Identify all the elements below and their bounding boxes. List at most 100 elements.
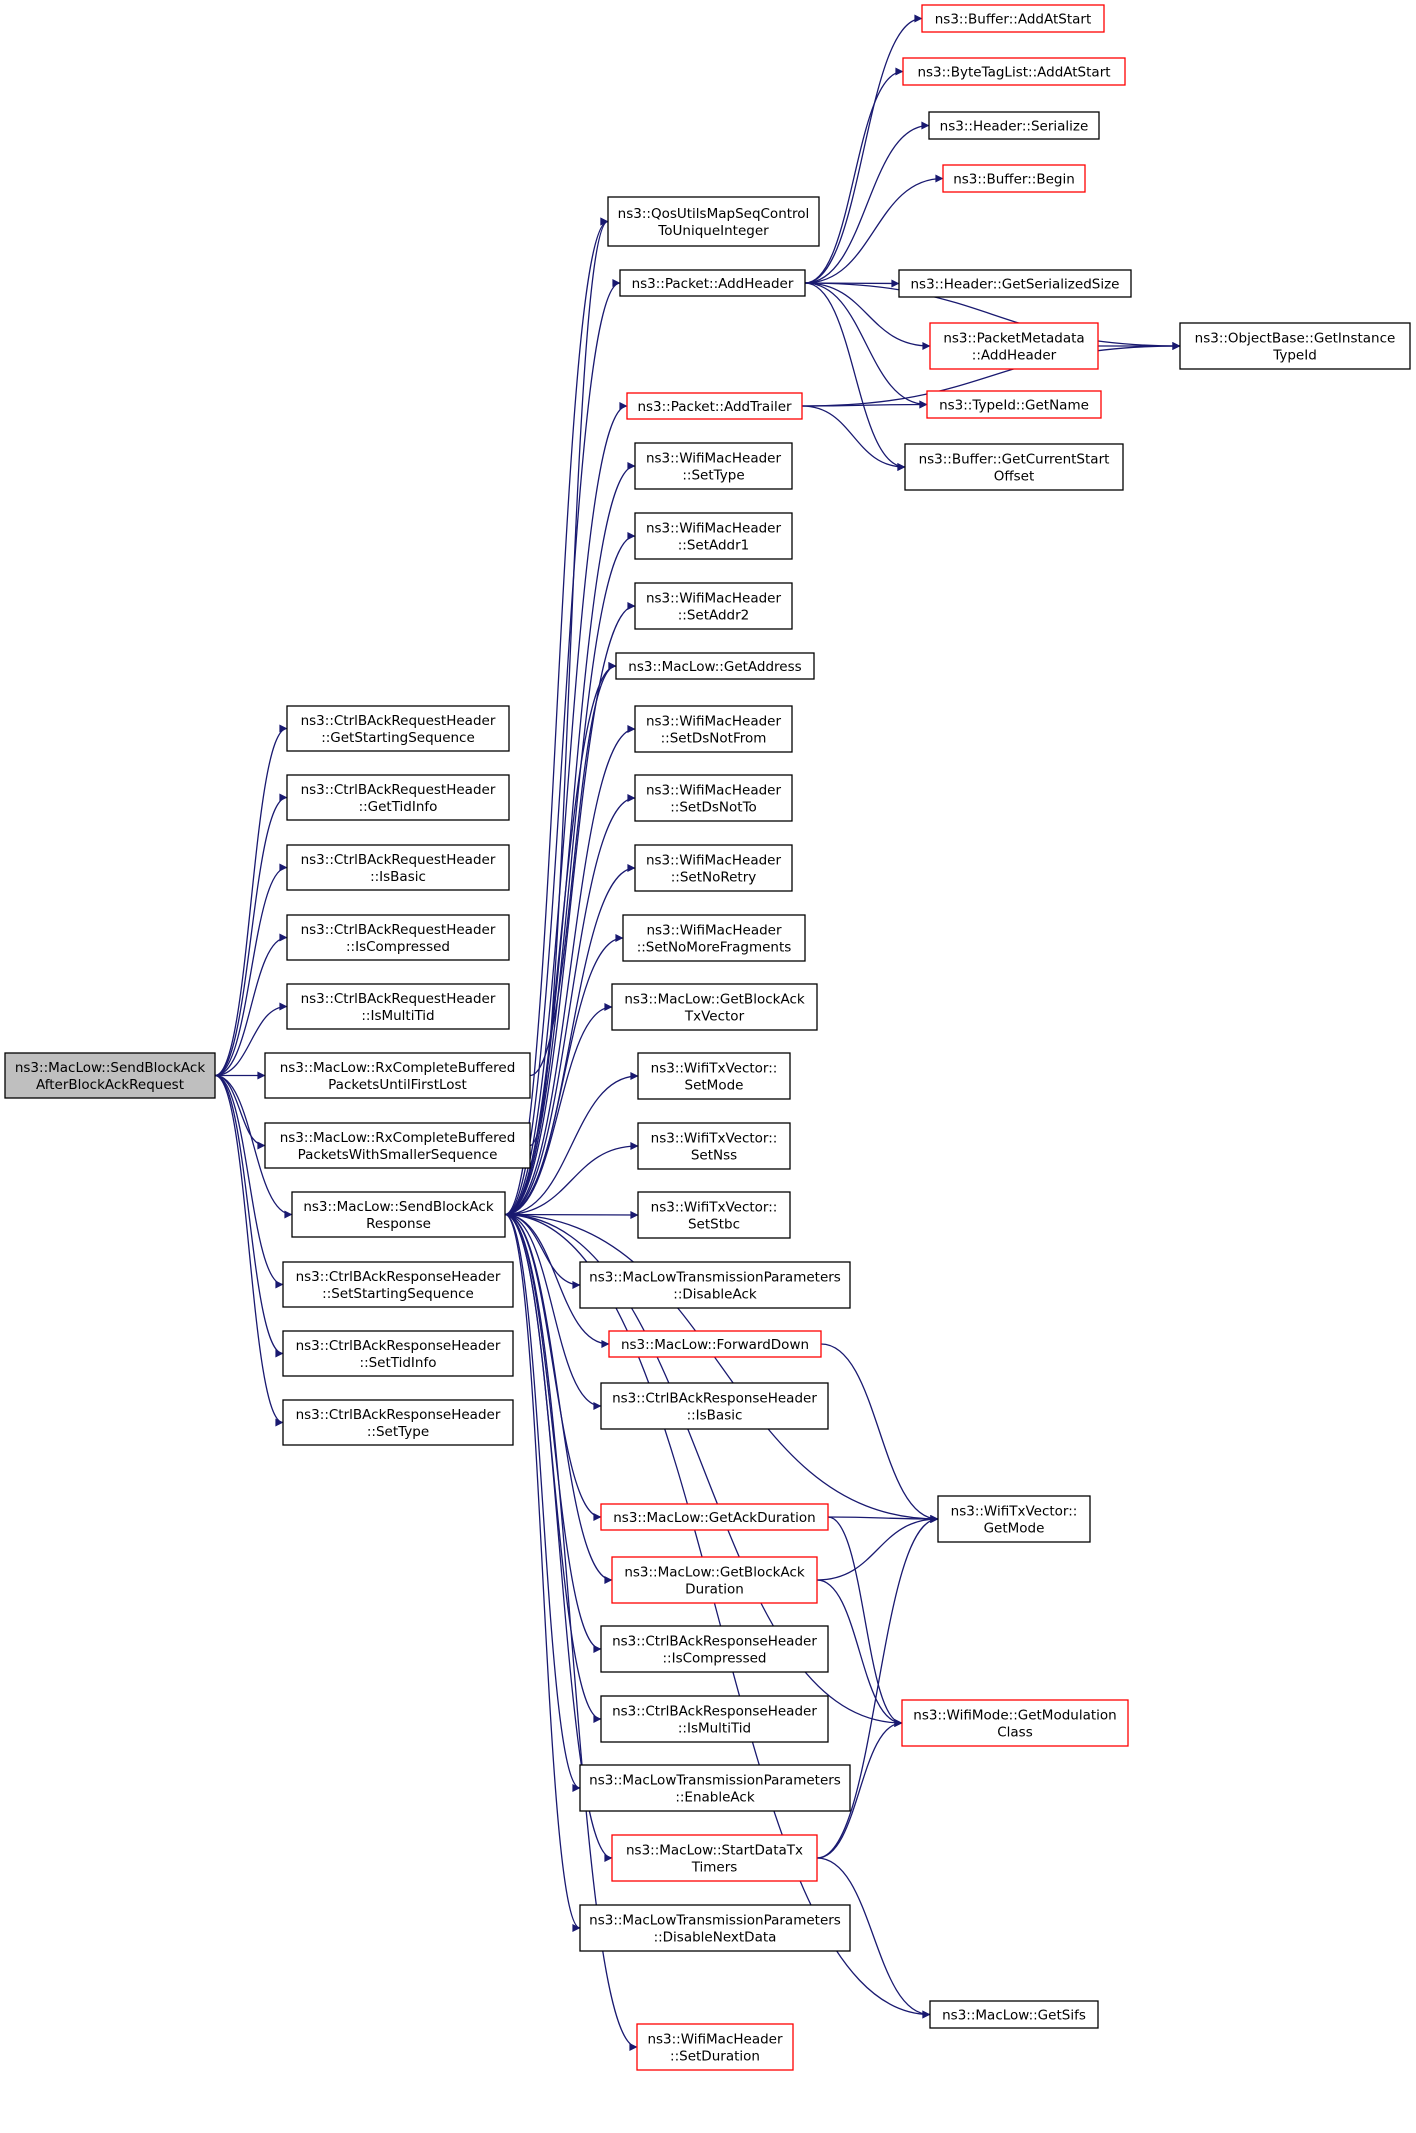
node-label-line: ns3::Packet::AddTrailer bbox=[637, 399, 792, 415]
graph-node-setdur[interactable]: ns3::WifiMacHeader::SetDuration bbox=[636, 2023, 794, 2071]
node-box bbox=[600, 1503, 829, 1531]
edge-sbr-to-sdtt bbox=[504, 1213, 613, 1862]
graph-node-tidname[interactable]: ns3::TypeId::GetName bbox=[926, 390, 1102, 419]
graph-node-setstbc[interactable]: ns3::WifiTxVector::SetStbc bbox=[637, 1191, 791, 1239]
graph-node-setmode[interactable]: ns3::WifiTxVector::SetMode bbox=[637, 1052, 791, 1100]
graph-node-c10[interactable]: ns3::CtrlBAckResponseHeader::SetTidInfo bbox=[282, 1330, 514, 1377]
node-label-line: ns3::MacLow::SendBlockAck bbox=[303, 1199, 493, 1215]
graph-node-settype[interactable]: ns3::WifiMacHeader::SetType bbox=[634, 442, 793, 490]
graph-node-enack[interactable]: ns3::MacLowTransmissionParameters::Enabl… bbox=[579, 1764, 851, 1812]
node-label-line: ::IsMultiTid bbox=[361, 1008, 434, 1024]
node-label-line: ns3::WifiMacHeader bbox=[646, 521, 782, 537]
node-label-line: ns3::CtrlBAckResponseHeader bbox=[296, 1407, 501, 1423]
node-label-line: ns3::WifiMacHeader bbox=[647, 2032, 783, 2048]
edge-sbr-to-setaddr1 bbox=[504, 532, 636, 1216]
graph-node-btlaas[interactable]: ns3::ByteTagList::AddAtStart bbox=[902, 57, 1126, 86]
node-label-line: ::AddHeader bbox=[972, 348, 1057, 364]
graph-node-hser[interactable]: ns3::Header::Serialize bbox=[928, 111, 1100, 140]
graph-node-c3[interactable]: ns3::CtrlBAckRequestHeader::IsBasic bbox=[286, 844, 510, 891]
edge-sbr-to-setdur bbox=[504, 1213, 638, 2051]
graph-node-c6[interactable]: ns3::MacLow::RxCompleteBufferedPacketsUn… bbox=[264, 1052, 531, 1099]
graph-node-qos[interactable]: ns3::QosUtilsMapSeqControlToUniqueIntege… bbox=[607, 196, 820, 247]
node-label-line: ns3::QosUtilsMapSeqControl bbox=[618, 206, 810, 222]
graph-node-c7[interactable]: ns3::MacLow::RxCompleteBufferedPacketsWi… bbox=[264, 1122, 531, 1169]
node-box bbox=[926, 390, 1102, 419]
edge-ackdur-to-wmgmc bbox=[827, 1516, 903, 1727]
node-label-line: ns3::WifiMacHeader bbox=[646, 714, 782, 730]
graph-node-bufbegin[interactable]: ns3::Buffer::Begin bbox=[942, 164, 1086, 193]
node-label-line: GetMode bbox=[984, 1521, 1045, 1537]
graph-node-sifs[interactable]: ns3::MacLow::GetSifs bbox=[929, 2000, 1099, 2029]
edge-badur-to-txvgm bbox=[816, 1515, 939, 1581]
graph-node-c11[interactable]: ns3::CtrlBAckResponseHeader::SetType bbox=[282, 1399, 514, 1446]
node-label-line: AfterBlockAckRequest bbox=[36, 1077, 184, 1093]
node-label-line: Response bbox=[366, 1216, 431, 1232]
graph-node-setaddr1[interactable]: ns3::WifiMacHeader::SetAddr1 bbox=[634, 512, 793, 560]
graph-node-bufaas[interactable]: ns3::Buffer::AddAtStart bbox=[921, 4, 1105, 33]
edge-addt-to-bufgcs bbox=[801, 405, 906, 471]
graph-node-addh[interactable]: ns3::Packet::AddHeader bbox=[619, 269, 806, 297]
node-label-line: ::EnableAck bbox=[675, 1790, 755, 1806]
node-box bbox=[264, 1122, 531, 1169]
graph-node-rspmulti[interactable]: ns3::CtrlBAckResponseHeader::IsMultiTid bbox=[600, 1695, 829, 1743]
node-box bbox=[1179, 322, 1411, 370]
node-box bbox=[608, 1330, 822, 1358]
node-label-line: ToUniqueInteger bbox=[657, 223, 769, 239]
node-label-line: ns3::TypeId::GetName bbox=[939, 398, 1089, 414]
graph-node-hgss[interactable]: ns3::Header::GetSerializedSize bbox=[898, 269, 1132, 298]
graph-node-setdsnf[interactable]: ns3::WifiMacHeader::SetDsNotFrom bbox=[634, 705, 793, 753]
edge-c7-to-qos bbox=[529, 217, 609, 1147]
node-label-line: ns3::Packet::AddHeader bbox=[632, 276, 794, 292]
graph-node-fwd[interactable]: ns3::MacLow::ForwardDown bbox=[608, 1330, 822, 1358]
graph-node-rspbasic[interactable]: ns3::CtrlBAckResponseHeader::IsBasic bbox=[600, 1382, 829, 1430]
node-box bbox=[282, 1330, 514, 1377]
graph-node-setdsnt[interactable]: ns3::WifiMacHeader::SetDsNotTo bbox=[634, 774, 793, 822]
graph-node-c1[interactable]: ns3::CtrlBAckRequestHeader::GetStartingS… bbox=[286, 705, 510, 752]
graph-node-c2[interactable]: ns3::CtrlBAckRequestHeader::GetTidInfo bbox=[286, 774, 510, 821]
node-box bbox=[902, 57, 1126, 86]
graph-node-c5[interactable]: ns3::CtrlBAckRequestHeader::IsMultiTid bbox=[286, 983, 510, 1030]
graph-node-pmadd[interactable]: ns3::PacketMetadata::AddHeader bbox=[929, 322, 1099, 370]
node-label-line: ::IsMultiTid bbox=[678, 1721, 751, 1737]
graph-node-ackdur[interactable]: ns3::MacLow::GetAckDuration bbox=[600, 1503, 829, 1531]
graph-node-disack[interactable]: ns3::MacLowTransmissionParameters::Disab… bbox=[579, 1261, 851, 1309]
edge-addh-to-pmadd bbox=[804, 282, 931, 350]
graph-node-setnss[interactable]: ns3::WifiTxVector::SetNss bbox=[637, 1122, 791, 1170]
node-label-line: ns3::WifiMacHeader bbox=[646, 853, 782, 869]
node-label-line: ::SetNoMoreFragments bbox=[637, 940, 792, 956]
graph-node-c9[interactable]: ns3::CtrlBAckResponseHeader::SetStarting… bbox=[282, 1261, 514, 1308]
edge-badur-to-wmgmc bbox=[816, 1579, 903, 1727]
node-label-line: ns3::MacLow::RxCompleteBuffered bbox=[280, 1060, 516, 1076]
node-label-line: ns3::CtrlBAckRequestHeader bbox=[301, 991, 496, 1007]
graph-node-getaddr[interactable]: ns3::MacLow::GetAddress bbox=[615, 652, 815, 680]
node-label-line: Timers bbox=[691, 1860, 738, 1876]
node-box bbox=[634, 582, 793, 630]
graph-node-root[interactable]: ns3::MacLow::SendBlockAckAfterBlockAckRe… bbox=[4, 1052, 216, 1099]
node-label-line: TypeId bbox=[1272, 348, 1317, 364]
node-label-line: ns3::Buffer::GetCurrentStart bbox=[919, 452, 1110, 468]
graph-node-setaddr2[interactable]: ns3::WifiMacHeader::SetAddr2 bbox=[634, 582, 793, 630]
graph-node-disnext[interactable]: ns3::MacLowTransmissionParameters::Disab… bbox=[579, 1904, 851, 1952]
edge-root-to-c4 bbox=[214, 933, 288, 1077]
edge-fwd-to-txvgm bbox=[820, 1343, 939, 1523]
graph-node-c4[interactable]: ns3::CtrlBAckRequestHeader::IsCompressed bbox=[286, 914, 510, 961]
graph-node-txvgm[interactable]: ns3::WifiTxVector::GetMode bbox=[937, 1495, 1091, 1543]
node-box bbox=[634, 512, 793, 560]
graph-node-setnomf[interactable]: ns3::WifiMacHeader::SetNoMoreFragments bbox=[622, 914, 806, 962]
edge-sbr-to-setstbc bbox=[504, 1210, 639, 1219]
graph-node-addt[interactable]: ns3::Packet::AddTrailer bbox=[626, 392, 803, 420]
graph-node-setnoretry[interactable]: ns3::WifiMacHeader::SetNoRetry bbox=[634, 844, 793, 892]
node-box bbox=[579, 1764, 851, 1812]
graph-node-rspcomp[interactable]: ns3::CtrlBAckResponseHeader::IsCompresse… bbox=[600, 1625, 829, 1673]
edge-sbr-to-txvgm bbox=[504, 1213, 939, 1523]
edge-sbr-to-wmgmc bbox=[504, 1213, 903, 1727]
